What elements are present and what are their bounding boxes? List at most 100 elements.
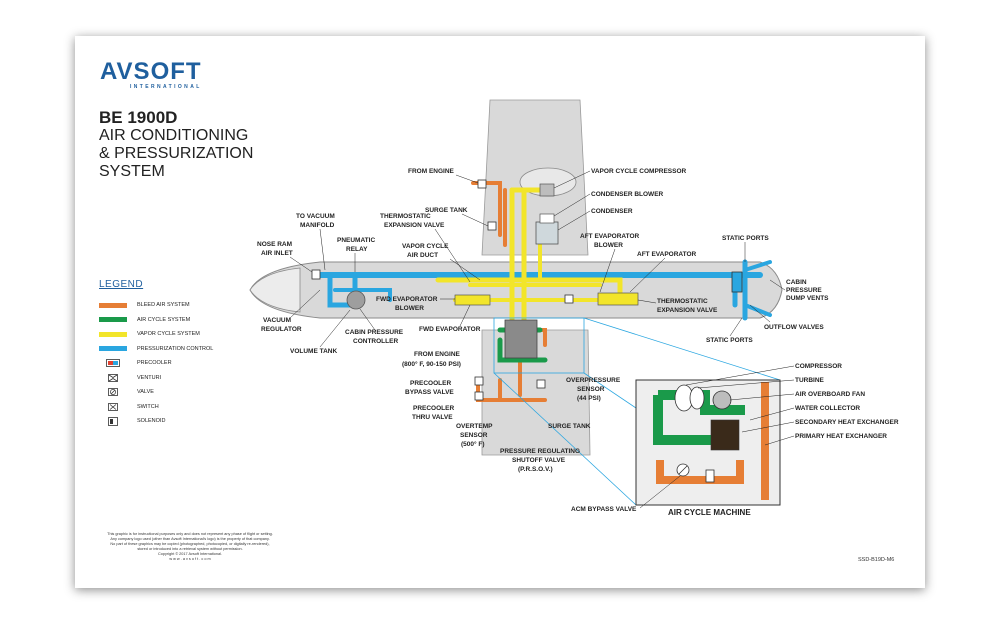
label-overtemp-1: OVERTEMP <box>456 423 493 430</box>
condenser-unit <box>535 221 559 245</box>
solenoid-icon <box>99 416 127 426</box>
label-to-vacuum-2: MANIFOLD <box>300 222 335 229</box>
title-model: BE 1900D <box>99 108 178 127</box>
press-swatch <box>99 346 127 352</box>
label-surge-tank-bottom: SURGE TANK <box>548 423 591 430</box>
acm-inset <box>635 379 781 506</box>
disclaimer-line: Any company logo used (other than Avsoft… <box>110 537 270 541</box>
legend-symbol-solenoid: SOLENOID <box>99 414 213 429</box>
acm-swatch <box>99 317 127 323</box>
nose-ram-inlet <box>311 269 321 280</box>
legend-item-acm: AIR CYCLE SYSTEM <box>99 313 213 328</box>
label-prsov-2: SHUTOFF VALVE <box>512 457 566 464</box>
legend: LEGEND BLEED AIR SYSTEM AIR CYCLE SYSTEM… <box>99 279 213 429</box>
diagram-labels: FROM ENGINE SURGE TANK VAPOR CYCLE COMPR… <box>257 168 899 517</box>
page-title: BE 1900D AIR CONDITIONING & PRESSURIZATI… <box>99 108 253 181</box>
legend-label: BLEED AIR SYSTEM <box>137 302 190 309</box>
label-volume-tank: VOLUME TANK <box>290 348 337 355</box>
top-surge-valve <box>487 221 497 231</box>
cabin-pressure-controller-unit <box>346 290 366 310</box>
top-bleed-valve <box>477 179 487 189</box>
heat-exchanger-core <box>710 419 740 451</box>
leader-lines <box>289 170 795 509</box>
title-line2: & PRESSURIZATION <box>99 145 254 162</box>
overpressure-sensor <box>536 379 546 389</box>
acm-callout-source <box>493 317 585 374</box>
label-static-ports-bottom: STATIC PORTS <box>706 337 753 344</box>
label-vapor-duct-2: AIR DUCT <box>407 252 438 259</box>
legend-symbol-switch: SWITCH <box>99 400 213 415</box>
label-precooler-bypass-1: PRECOOLER <box>410 380 451 387</box>
legend-label: VALVE <box>137 389 154 396</box>
label-air-overboard-fan: AIR OVERBOARD FAN <box>795 391 865 398</box>
disclaimer: This graphic is for instructional purpos… <box>95 532 285 562</box>
label-cabin-dump-3: DUMP VENTS <box>786 295 829 302</box>
venturi-icon <box>99 373 127 383</box>
disclaimer-line: No part of these graphics may be copied … <box>110 542 270 546</box>
label-to-vacuum-1: TO VACUUM <box>296 213 335 220</box>
legend-label: SOLENOID <box>137 418 166 425</box>
legend-symbol-precooler: PRECOOLER <box>99 356 213 371</box>
label-pneumatic-relay-2: RELAY <box>346 246 368 253</box>
label-cabin-dump-2: PRESSURE <box>786 287 822 294</box>
nose-cone <box>249 267 301 313</box>
label-thermo-exp-aft-2: EXPANSION VALVE <box>657 307 718 314</box>
water-drain <box>705 469 715 483</box>
label-vacuum-regulator-1: VACUUM <box>263 317 291 324</box>
fwd-evaporator-unit <box>454 294 491 306</box>
label-overtemp-3: (500° F) <box>461 440 485 448</box>
disclaimer-line: stored or introduced into a retrieval sy… <box>137 547 243 551</box>
label-prsov-1: PRESSURE REGULATING <box>500 448 580 455</box>
components <box>311 179 743 401</box>
label-overpressure-1: OVERPRESSURE <box>566 377 621 384</box>
label-compressor: COMPRESSOR <box>795 363 842 370</box>
label-thermo-exp-2: EXPANSION VALVE <box>384 222 445 229</box>
vapor-swatch <box>99 331 127 337</box>
legend-label: SWITCH <box>137 403 159 410</box>
switch-icon <box>99 402 127 412</box>
title-line1: AIR CONDITIONING <box>99 127 249 144</box>
label-cabin-ctrl-1: CABIN PRESSURE <box>345 329 404 336</box>
label-aft-evaporator: AFT EVAPORATOR <box>637 251 697 258</box>
legend-label: AIR CYCLE SYSTEM <box>137 316 191 323</box>
precooler-bypass-valve <box>474 376 484 386</box>
label-fwd-evap-blower-2: BLOWER <box>395 305 424 312</box>
label-aft-evap-blower-2: BLOWER <box>594 242 623 249</box>
precooler-thru-valve <box>474 391 484 401</box>
label-fwd-evaporator: FWD EVAPORATOR <box>419 326 481 333</box>
label-nose-ram-1: NOSE RAM <box>257 241 292 248</box>
label-condenser: CONDENSER <box>591 208 633 215</box>
avsoft-logo: AVSOFT INTERNATIONAL <box>100 60 202 91</box>
vapor-cycle-compressor-unit <box>539 183 555 197</box>
precooler-icon <box>99 358 127 368</box>
condenser-blower-unit <box>539 213 555 224</box>
legend-label: VENTURI <box>137 374 162 381</box>
legend-title: LEGEND <box>99 279 144 290</box>
legend-label: PRESSURIZATION CONTROL <box>137 345 214 352</box>
legend-item-bleed: BLEED AIR SYSTEM <box>99 298 213 313</box>
legend-label: VAPOR CYCLE SYSTEM <box>137 331 200 338</box>
disclaimer-line: Copyright © 2017 Avsoft International. <box>158 552 222 556</box>
label-pneumatic-relay-1: PNEUMATIC <box>337 237 375 244</box>
label-nose-ram-2: AIR INLET <box>261 250 293 257</box>
label-acm-bypass: ACM BYPASS VALVE <box>571 506 637 513</box>
label-from-engine-bottom-2: (800° F, 90-150 PSI) <box>402 360 461 368</box>
label-from-engine-bottom-1: FROM ENGINE <box>414 351 461 358</box>
label-static-ports-top: STATIC PORTS <box>722 235 769 242</box>
acm-mini <box>504 319 538 359</box>
title-line3: SYSTEM <box>99 163 165 180</box>
label-overpressure-3: (44 PSI) <box>577 395 601 402</box>
label-cabin-dump-1: CABIN <box>786 279 807 286</box>
legend-item-press: PRESSURIZATION CONTROL <box>99 342 213 357</box>
label-condenser-blower: CONDENSER BLOWER <box>591 191 664 198</box>
label-air-cycle-machine: AIR CYCLE MACHINE <box>668 508 751 517</box>
label-fwd-evap-blower-1: FWD EVAPORATOR <box>376 296 438 303</box>
turbine-unit <box>689 386 705 410</box>
legend-symbol-valve: VALVE <box>99 385 213 400</box>
disclaimer-line: This graphic is for instructional purpos… <box>107 532 273 536</box>
label-vapor-cycle-compressor: VAPOR CYCLE COMPRESSOR <box>591 168 687 175</box>
label-from-engine-top: FROM ENGINE <box>408 168 455 175</box>
label-precooler-thru-1: PRECOOLER <box>413 405 454 412</box>
outflow-valve-unit <box>731 271 743 293</box>
label-vacuum-regulator-2: REGULATOR <box>261 326 302 333</box>
